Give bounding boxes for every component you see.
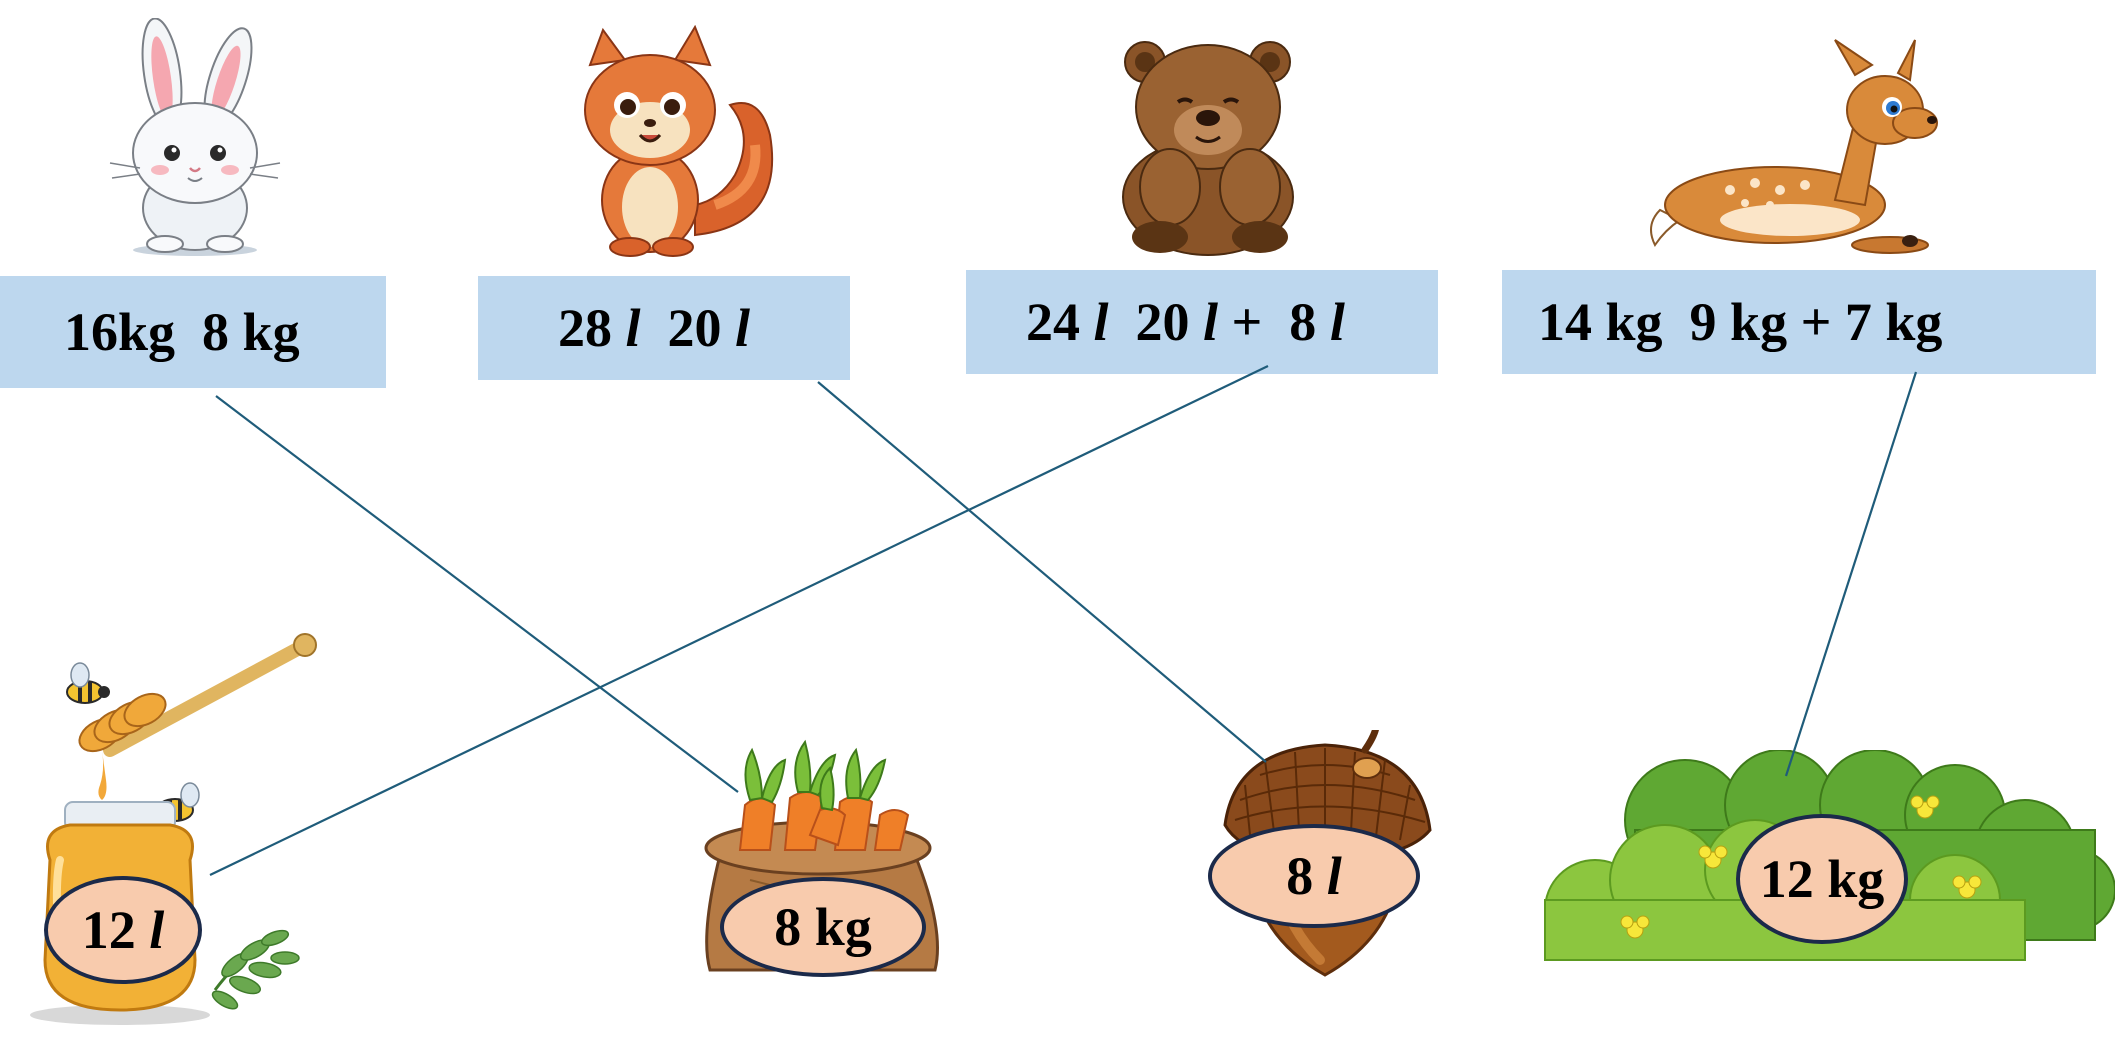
bear-expression-part: 20 — [1108, 292, 1204, 352]
bear-expression-part: 24 — [1026, 292, 1094, 352]
liter-symbol: l — [1093, 292, 1109, 352]
acorn-label[interactable]: 8 l — [1208, 824, 1420, 928]
deer-icon — [1650, 39, 1938, 254]
rabbit-icon — [109, 18, 281, 256]
deer-expression: 14 kg 9 kg + 7 kg — [1538, 292, 1943, 352]
squirrel-icon — [584, 25, 774, 257]
liter-symbol: l — [1329, 292, 1345, 352]
squirrel-expression-part: 20 — [640, 298, 736, 358]
liter-symbol: l — [625, 298, 641, 358]
rabbit-expression-box: 16kg 8 kg — [0, 276, 386, 388]
liter-symbol: l — [149, 900, 165, 960]
liter-symbol: l — [1326, 846, 1342, 906]
deer-expression-box: 14 kg 9 kg + 7 kg — [1502, 270, 2096, 374]
rabbit-expression: 16kg 8 kg — [64, 302, 300, 362]
liter-symbol: l — [1203, 292, 1219, 352]
deer-to-bush-line — [1784, 371, 1918, 777]
label-value: 8 — [1286, 846, 1327, 906]
label-value: 12 — [81, 900, 150, 960]
bear-expression-part: + 8 — [1218, 292, 1330, 352]
bear-expression-box: 24 l 20 l + 8 l — [966, 270, 1438, 374]
honey-jar-label[interactable]: 12 l — [44, 876, 202, 984]
label-value: 8 kg — [774, 897, 872, 957]
squirrel-expression-part: 28 — [558, 298, 626, 358]
squirrel-to-acorn-line — [817, 381, 1267, 763]
label-value: 12 kg — [1759, 849, 1885, 909]
squirrel-expression-box: 28 l 20 l — [478, 276, 850, 380]
bush-label[interactable]: 12 kg — [1736, 814, 1908, 944]
bush-icon — [1544, 750, 2115, 961]
carrot-sack-label[interactable]: 8 kg — [720, 877, 926, 977]
liter-symbol: l — [735, 298, 751, 358]
bear-icon — [1122, 41, 1294, 256]
